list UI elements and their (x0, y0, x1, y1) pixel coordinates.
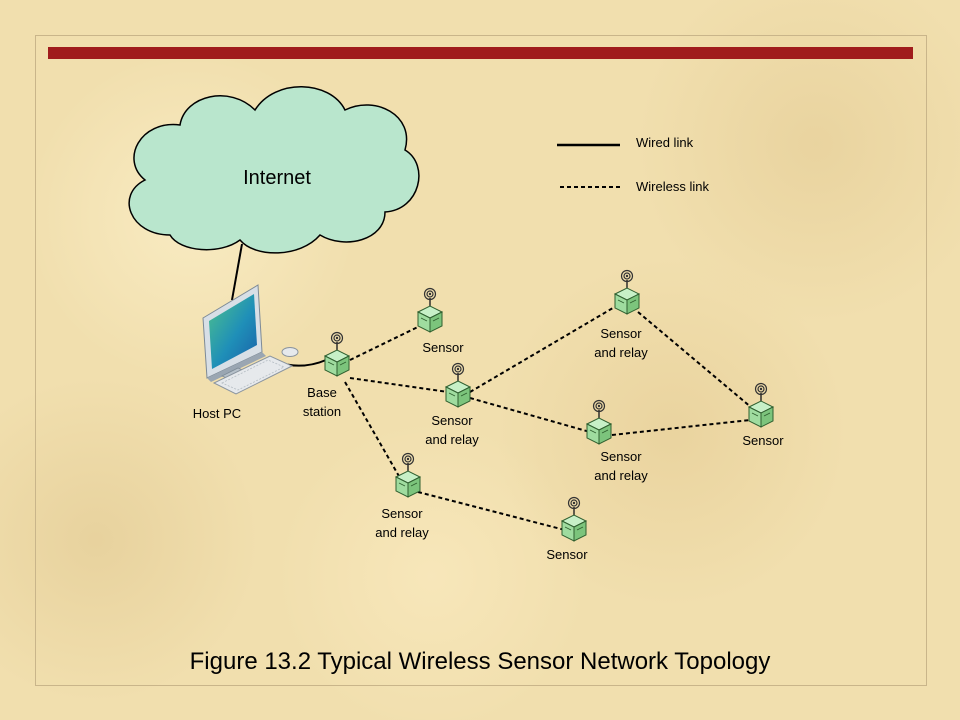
keyboard-icon (212, 355, 294, 395)
relay-middle-label-line2: and relay (425, 432, 479, 447)
relay-center-right-label-line1: Sensor (600, 449, 642, 464)
node-sensor-far-right: Sensor (742, 382, 784, 448)
relay-lower-label-line2: and relay (375, 525, 429, 540)
node-relay-middle: Sensor and relay (425, 362, 479, 447)
relay-lower-icon (395, 452, 421, 498)
relay-lower-label-line1: Sensor (381, 506, 423, 521)
wireless-links (344, 304, 753, 531)
title-bar (48, 47, 913, 59)
relay-top-right-icon (614, 269, 640, 315)
sensor-bottom-icon (561, 496, 587, 542)
link-relay-center-right-sensor-far-right (611, 419, 751, 436)
sensor-top-label: Sensor (422, 340, 464, 355)
relay-center-right-icon (586, 399, 612, 445)
internet-cloud: Internet (128, 86, 420, 254)
sensor-far-right-label: Sensor (742, 433, 784, 448)
link-relay-top-right-sensor-far-right (637, 311, 753, 409)
figure-caption: Figure 13.2 Typical Wireless Sensor Netw… (189, 648, 771, 675)
monitor-icon (202, 284, 266, 383)
relay-center-right-label-line2: and relay (594, 468, 648, 483)
internet-label: Internet (243, 167, 311, 189)
link-relay-lower-sensor-bottom (417, 491, 566, 531)
host-pc: Host PC (193, 284, 299, 421)
relay-middle-label-line1: Sensor (431, 413, 473, 428)
base-station: Base station (303, 331, 350, 419)
mouse-icon (281, 347, 299, 357)
legend: Wired link Wireless link (557, 135, 709, 194)
wired-link-label: Wired link (636, 135, 694, 150)
host-pc-label: Host PC (193, 406, 241, 421)
node-sensor-top: Sensor (417, 287, 464, 355)
node-relay-center-right: Sensor and relay (586, 399, 648, 483)
link-relay-middle-relay-center-right (469, 397, 591, 433)
sensor-far-right-icon (748, 382, 774, 428)
relay-middle-icon (445, 362, 471, 408)
sensor-bottom-label: Sensor (546, 547, 588, 562)
link-base-relay-lower (344, 381, 401, 479)
relay-top-right-label-line1: Sensor (600, 326, 642, 341)
link-base-sensor-top (349, 324, 423, 361)
slide-frame (35, 35, 927, 686)
link-base-relay-middle (349, 377, 449, 393)
relay-top-right-label-line2: and relay (594, 345, 648, 360)
node-sensor-bottom: Sensor (546, 496, 588, 562)
sensor-top-icon (417, 287, 443, 333)
base-station-icon (324, 331, 350, 377)
node-relay-top-right: Sensor and relay (594, 269, 648, 360)
base-station-label-line1: Base (307, 385, 337, 400)
node-relay-lower: Sensor and relay (375, 452, 429, 540)
wireless-link-label: Wireless link (636, 179, 709, 194)
link-relay-middle-relay-top-right (469, 304, 619, 393)
wired-link-internet-host (231, 243, 243, 301)
base-station-label-line2: station (303, 404, 341, 419)
